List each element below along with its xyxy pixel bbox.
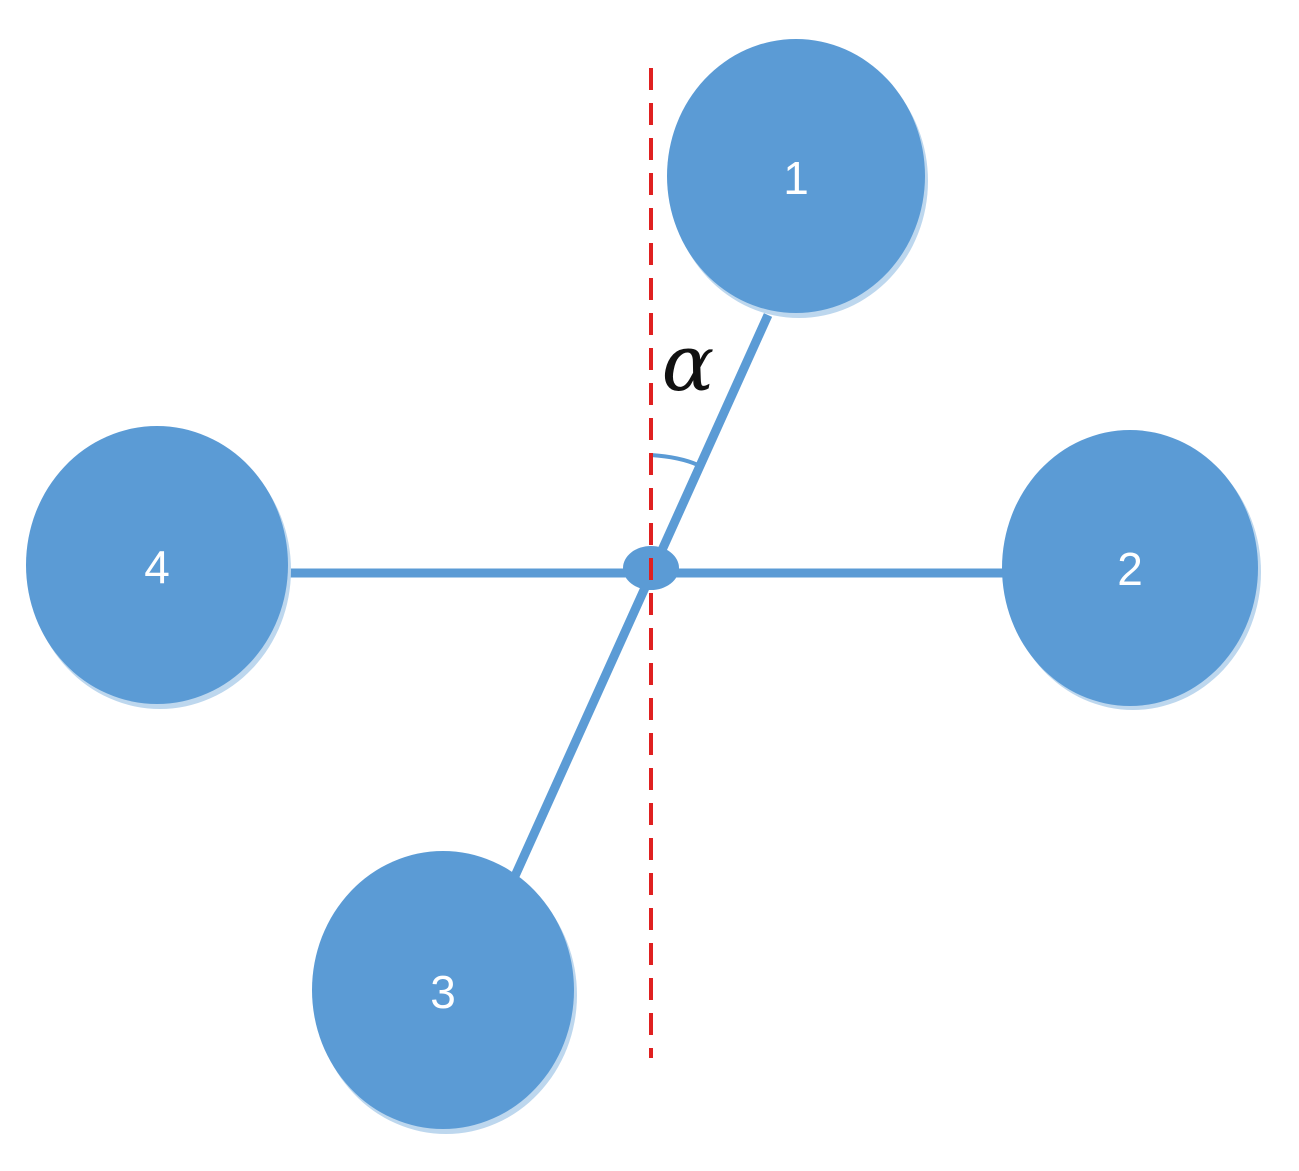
node-1-label: 1 — [783, 152, 809, 204]
node-3-circle — [312, 851, 574, 1129]
node-2-circle — [1002, 430, 1258, 706]
arm-1-3 — [510, 313, 773, 878]
node-1-circle — [667, 39, 925, 313]
node-3-label: 3 — [430, 966, 456, 1018]
angle-arc — [650, 453, 699, 467]
node-3: 3 — [312, 851, 577, 1134]
node-2: 2 — [1002, 430, 1261, 710]
node-4-circle — [26, 426, 288, 704]
node-2-label: 2 — [1117, 543, 1143, 595]
node-4: 4 — [26, 426, 291, 709]
angle-label: α — [662, 319, 715, 409]
node-4-label: 4 — [144, 541, 170, 593]
node-1: 1 — [667, 39, 928, 318]
